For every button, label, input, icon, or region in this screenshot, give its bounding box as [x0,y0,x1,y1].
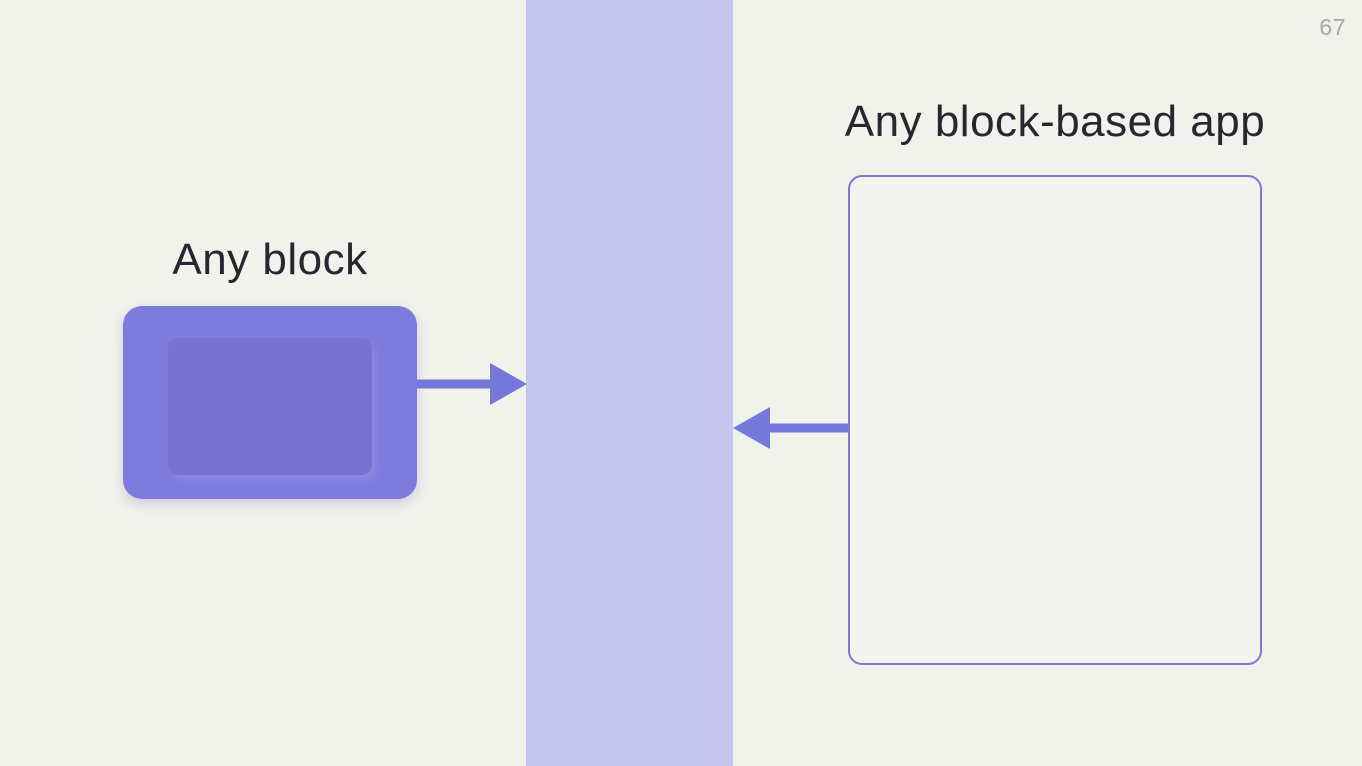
arrow-left-shaft [767,423,848,433]
arrow-left-head [733,407,770,449]
block-inner-panel [168,338,372,475]
any-block-label: Any block [172,235,368,284]
page-number: 67 [1319,14,1346,40]
arrow-right-shaft [417,379,495,389]
any-block-shape [123,306,417,499]
arrow-left-icon [733,407,848,449]
arrow-right-head [490,363,527,405]
protocol-band [526,0,733,766]
any-block-based-app-label: Any block-based app [844,97,1266,146]
block-based-app-box [848,175,1262,665]
arrow-right-icon [417,363,527,405]
